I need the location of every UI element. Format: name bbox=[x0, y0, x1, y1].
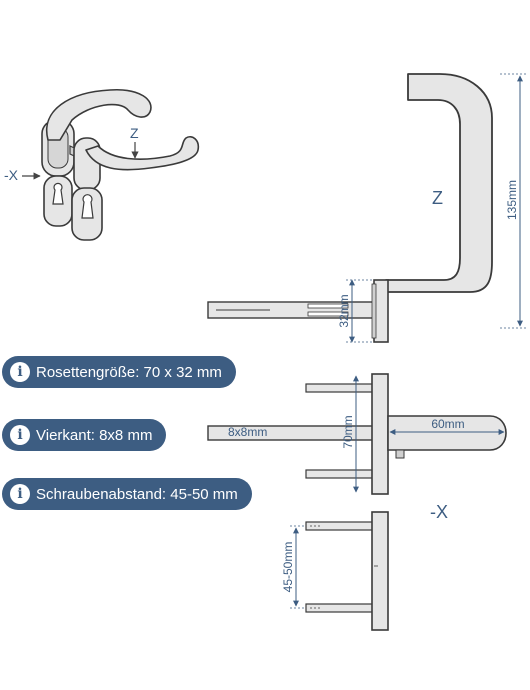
spec-pill-screw-spacing: i Schraubenabstand: 45-50 mm bbox=[2, 478, 252, 510]
side-view-x: -X 45-50mm bbox=[281, 502, 448, 631]
rosette-height-dimension-label: 70mm bbox=[341, 415, 355, 448]
spindle-dimension-label: 8x8mm bbox=[228, 425, 267, 439]
overview-x-label: -X bbox=[4, 167, 19, 183]
perspective-overview: Z -X bbox=[4, 89, 200, 241]
side-x-label: -X bbox=[430, 502, 448, 522]
side-z-label: Z bbox=[432, 188, 443, 208]
spec-pill-rosette: i Rosettengröße: 70 x 32 mm bbox=[2, 356, 236, 388]
info-icon: i bbox=[10, 425, 30, 445]
overview-z-label: Z bbox=[130, 125, 139, 141]
info-icon: i bbox=[10, 484, 30, 504]
front-view: 8x8mm 70mm 60mm bbox=[207, 373, 507, 495]
spec-label: Schraubenabstand: 45-50 mm bbox=[36, 485, 238, 503]
spec-label: Rosettengröße: 70 x 32 mm bbox=[36, 363, 222, 381]
screw-spacing-dimension-label: 45-50mm bbox=[281, 542, 295, 593]
handle-end-dimension-label: 60mm bbox=[431, 417, 464, 431]
info-icon: i bbox=[10, 362, 30, 382]
spec-pill-spindle: i Vierkant: 8x8 mm bbox=[2, 419, 167, 451]
rosette-side-dimension-label: 32mm bbox=[337, 294, 351, 327]
side-view-z: Z 135mm 32mm bbox=[207, 73, 528, 343]
height-dimension-label: 135mm bbox=[505, 180, 519, 220]
spec-label: Vierkant: 8x8 mm bbox=[36, 426, 153, 444]
